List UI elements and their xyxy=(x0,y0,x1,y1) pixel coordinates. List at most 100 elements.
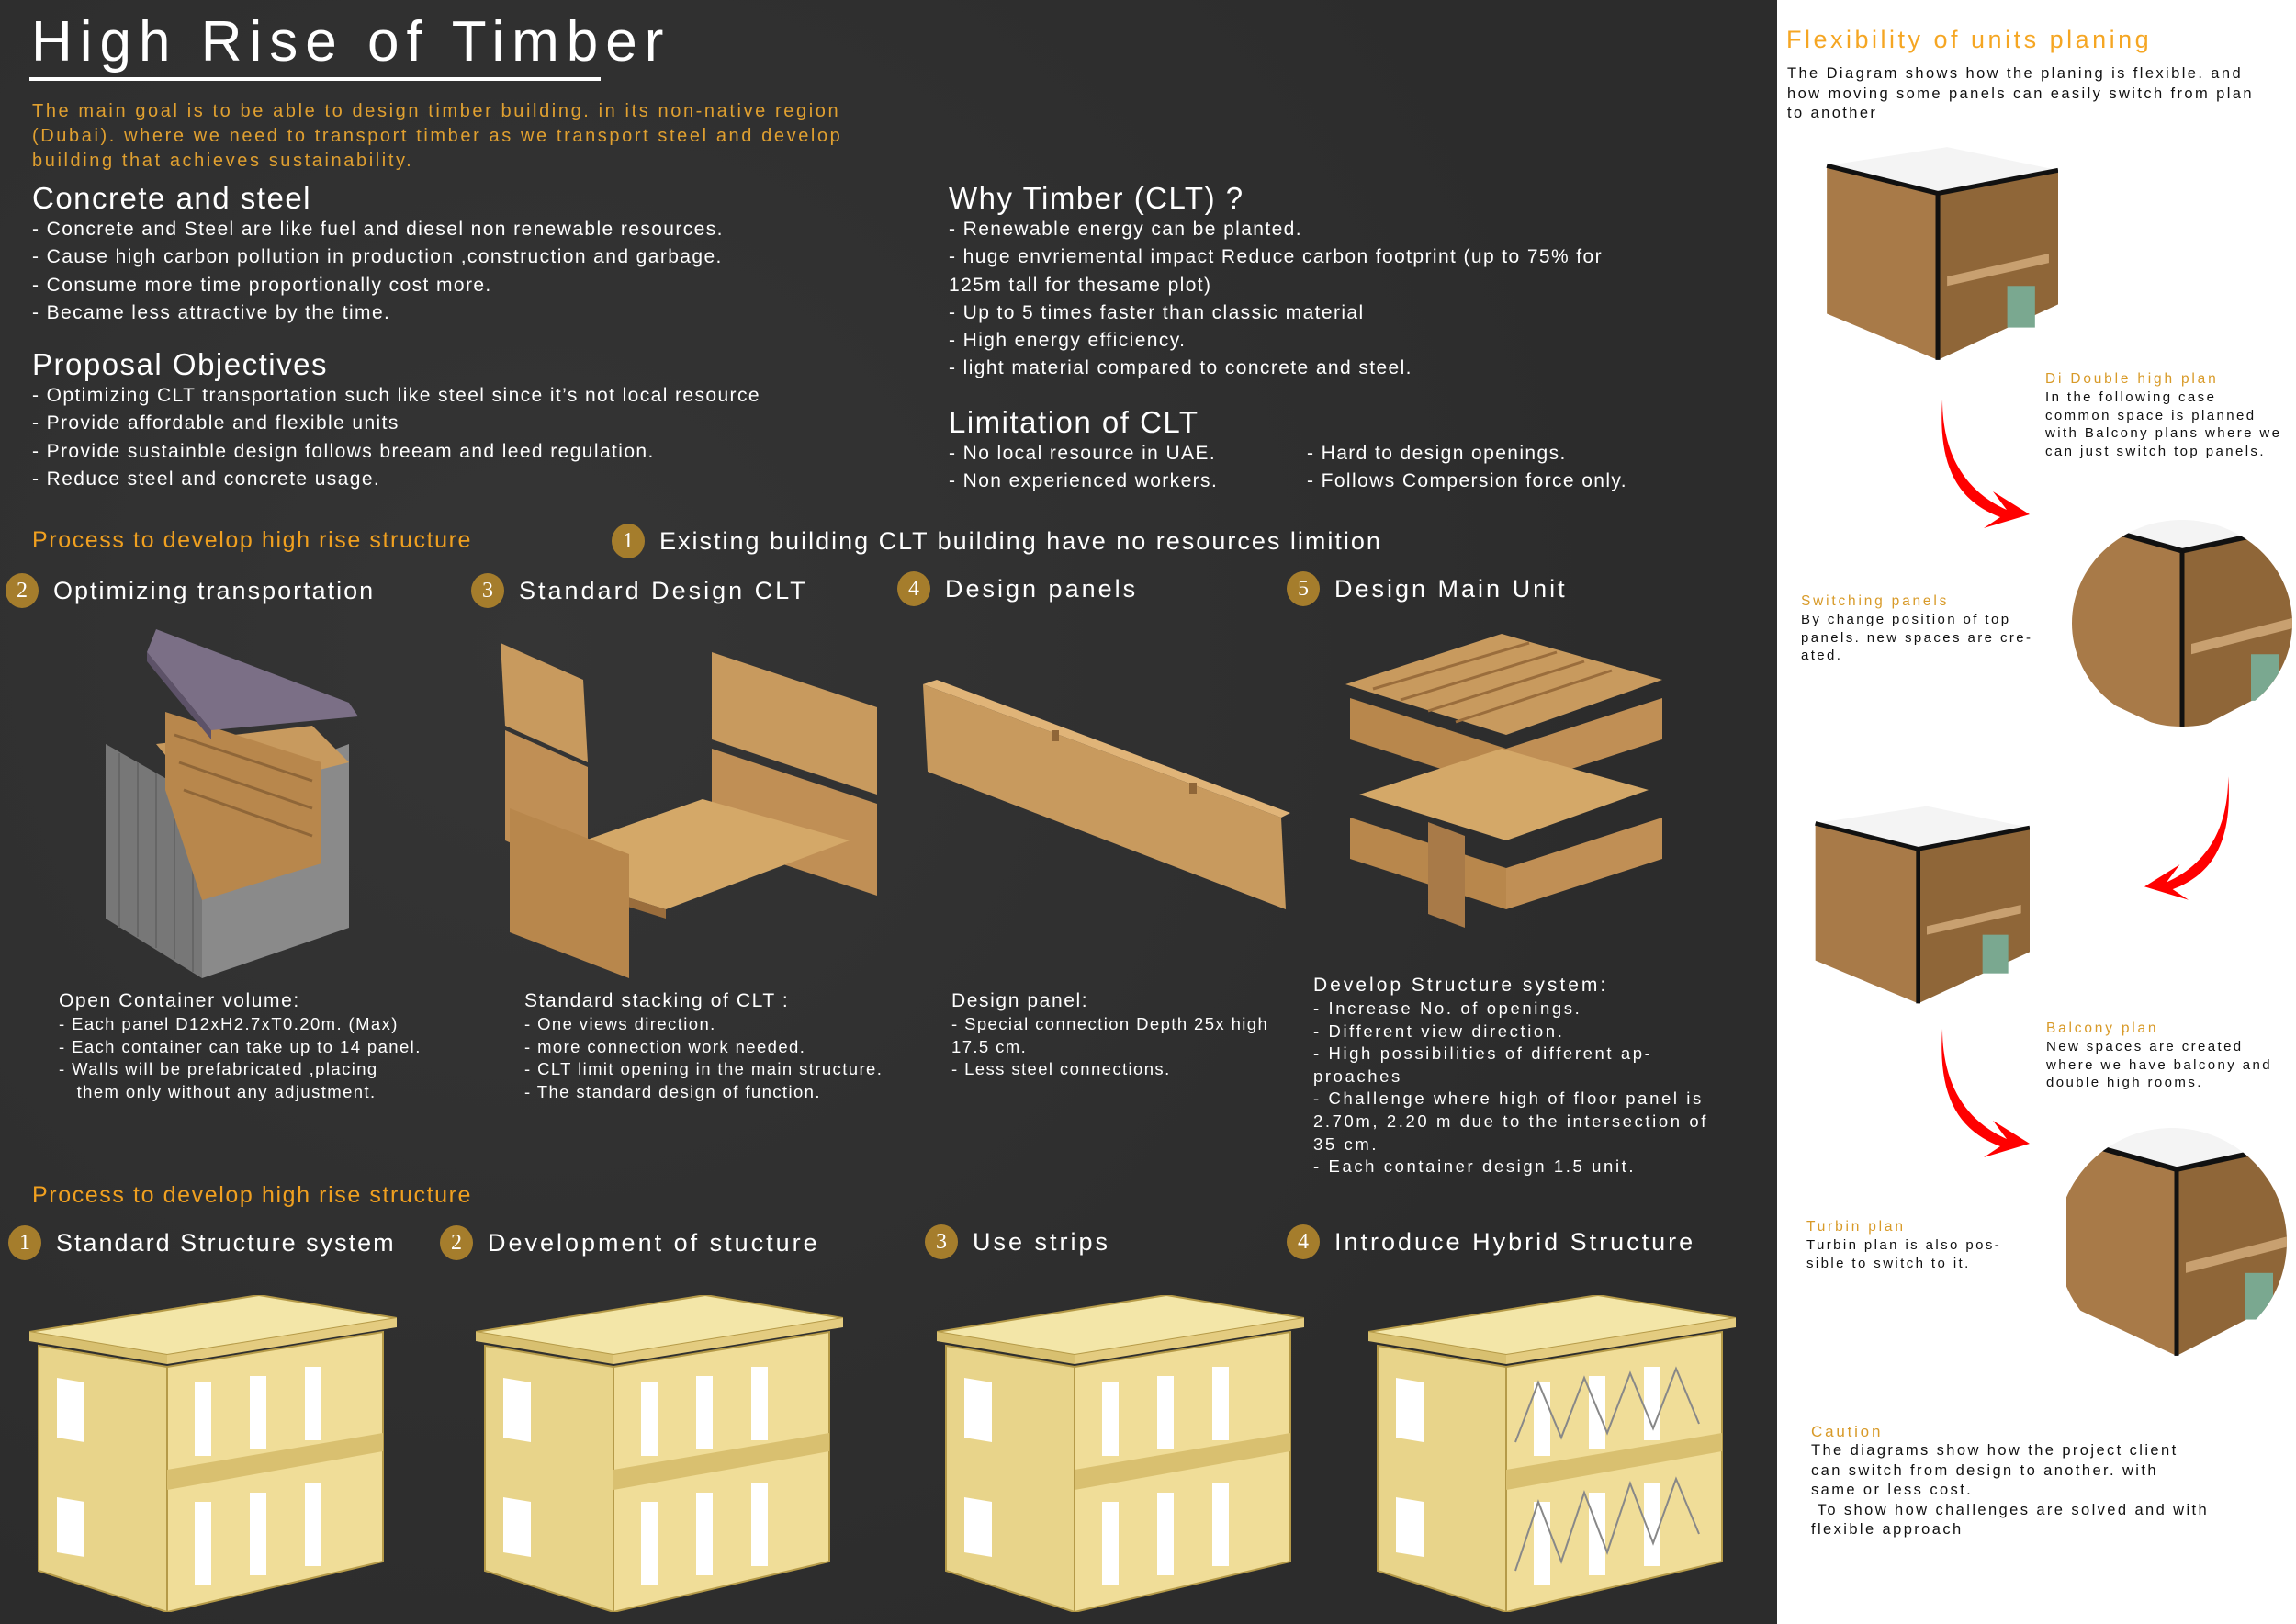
step-number-badge: 1 xyxy=(8,1225,41,1260)
process2-step-3: 3 Use strips xyxy=(925,1224,1110,1259)
caption-line: - Increase No. of openings. xyxy=(1313,998,1582,1018)
why-timber-section: Why Timber (CLT) ? - Renewable energy ca… xyxy=(949,181,1603,383)
switching-panels-caption: Switching panels By change position of t… xyxy=(1801,592,2032,665)
flex-intro-line: how moving some panels can easily switch… xyxy=(1787,85,2254,102)
balcony-plan-caption: Balcony plan New spaces are created wher… xyxy=(2046,1020,2272,1092)
caption-line: 17.5 cm. xyxy=(951,1036,1028,1056)
balcony-plan-model xyxy=(1798,798,2030,1011)
caption-line: them only without any adjustment. xyxy=(59,1081,377,1101)
process-label-2: Process to develop high rise structure xyxy=(32,1182,473,1208)
flex-intro: The Diagram shows how the planing is fle… xyxy=(1787,64,2254,124)
process2-step-2: 2 Development of stucture xyxy=(440,1225,820,1260)
caption-design-panel: Design panel: - Special connection Depth… xyxy=(951,989,1268,1081)
caption-structure-system: Develop Structure system: - Increase No.… xyxy=(1313,974,1708,1179)
red-arrow-icon xyxy=(1938,400,2030,528)
why-timber-item: - light material compared to concrete an… xyxy=(949,357,1412,379)
page-title: High Rise of Timber xyxy=(31,10,671,73)
container-illustration xyxy=(101,625,367,978)
process1-step-2: 2 Optimizing transportation xyxy=(6,573,375,608)
standard-stacking-illustration xyxy=(501,638,886,978)
caution-line: same or less cost. xyxy=(1811,1482,1974,1498)
why-timber-item: - Up to 5 times faster than classic mate… xyxy=(949,301,1365,323)
turbin-plan-model xyxy=(2057,1128,2287,1356)
double-high-plan-model xyxy=(1808,147,2058,360)
process-label-1: Process to develop high rise structure xyxy=(32,527,473,553)
caption-line: - Challenge where high of floor panel is xyxy=(1313,1088,1704,1109)
objectives-item: - Provide sustainble design follows bree… xyxy=(32,440,655,462)
concrete-item: - Concrete and Steel are like fuel and d… xyxy=(32,219,724,240)
caption-lead: Develop Structure system: xyxy=(1313,975,1609,996)
caption-line: - High possibilities of different ap- xyxy=(1313,1043,1653,1064)
caption-line: double high rooms. xyxy=(2046,1075,2203,1090)
limitation-item: - Non experienced workers. xyxy=(949,470,1219,492)
why-timber-item: - Renewable energy can be planted. xyxy=(949,219,1302,240)
caution-heading: Caution xyxy=(1811,1423,1884,1440)
step-number-badge: 2 xyxy=(6,573,39,608)
red-arrow-icon xyxy=(2144,776,2233,900)
step-number-badge: 4 xyxy=(1287,1224,1320,1259)
caption-standard-stacking: Standard stacking of CLT : - One views d… xyxy=(524,989,883,1103)
caption-line: common space is planned xyxy=(2045,407,2257,423)
step-label: Standard Structure system xyxy=(56,1228,396,1257)
caption-lead: Standard stacking of CLT : xyxy=(524,990,790,1011)
standard-structure-model xyxy=(29,1295,397,1612)
process1-step-5: 5 Design Main Unit xyxy=(1287,571,1568,606)
design-panel-illustration xyxy=(923,680,1290,909)
caption-line: ated. xyxy=(1801,648,1843,663)
caption-line: - Each panel D12xH2.7xT0.20m. (Max) xyxy=(59,1014,399,1033)
caution-line: The diagrams show how the project client xyxy=(1811,1442,2178,1459)
title-underline xyxy=(29,77,601,81)
step-number-badge: 1 xyxy=(612,524,645,558)
switching-panels-model xyxy=(2072,520,2292,727)
caption-heading: Balcony plan xyxy=(2046,1021,2159,1036)
concrete-item: - Became less attractive by the time. xyxy=(32,301,391,323)
caption-container: Open Container volume: - Each panel D12x… xyxy=(59,989,422,1103)
step-number-badge: 4 xyxy=(897,571,930,606)
main-unit-illustration xyxy=(1345,634,1667,928)
step-label: Design Main Unit xyxy=(1334,574,1568,603)
strips-structure-model xyxy=(937,1295,1304,1612)
step-number-badge: 2 xyxy=(440,1225,473,1260)
caption-line: Turbin plan is also pos- xyxy=(1806,1237,2002,1253)
double-high-caption: Di Double high plan In the following cas… xyxy=(2045,370,2281,460)
concrete-section: Concrete and steel - Concrete and Steel … xyxy=(32,181,724,327)
step-label: Development of stucture xyxy=(488,1228,820,1257)
caption-line: By change position of top xyxy=(1801,612,2011,627)
caption-heading: Di Double high plan xyxy=(2045,371,2219,387)
limitation-item: - Follows Compersion force only. xyxy=(1307,470,1628,492)
concrete-heading: Concrete and steel xyxy=(32,181,312,215)
caption-line: can just switch top panels. xyxy=(2045,443,2266,459)
hybrid-structure-model xyxy=(1368,1295,1736,1612)
caption-line: where we have balcony and xyxy=(2046,1056,2272,1073)
limitation-heading: Limitation of CLT xyxy=(949,405,1199,439)
caution-line: To show how challenges are solved and wi… xyxy=(1811,1501,2210,1518)
red-arrow-icon xyxy=(1938,1029,2030,1157)
process2-step-4: 4 Introduce Hybrid Structure xyxy=(1287,1224,1695,1259)
why-timber-item: - huge envriemental impact Reduce carbon… xyxy=(949,246,1604,268)
objectives-heading: Proposal Objectives xyxy=(32,347,328,381)
why-timber-item: - High energy efficiency. xyxy=(949,330,1187,352)
caption-line: - Each container design 1.5 unit. xyxy=(1313,1156,1637,1177)
caption-line: - Different view direction. xyxy=(1313,1021,1565,1041)
caption-lead: Design panel: xyxy=(951,990,1089,1011)
limitation-section: Limitation of CLT - No local resource in… xyxy=(949,405,1627,496)
objectives-section: Proposal Objectives - Optimizing CLT tra… xyxy=(32,347,760,493)
step-label: Use strips xyxy=(973,1227,1111,1256)
step-label: Optimizing transportation xyxy=(53,576,376,604)
concrete-item: - Consume more time proportionally cost … xyxy=(32,274,492,296)
step-number-badge: 3 xyxy=(471,573,504,608)
caption-line: - Walls will be prefabricated ,placing xyxy=(59,1059,378,1079)
caption-line: sible to switch to it. xyxy=(1806,1255,1971,1271)
process1-step-1: 1 Existing building CLT building have no… xyxy=(612,524,1382,558)
caption-line: - CLT limit opening in the main structur… xyxy=(524,1059,884,1079)
step-label: Standard Design CLT xyxy=(519,576,808,604)
caption-line: 2.70m, 2.20 m due to the intersection of xyxy=(1313,1111,1708,1131)
caption-line: - Each container can take up to 14 panel… xyxy=(59,1036,422,1056)
step-label: Design panels xyxy=(945,574,1139,603)
why-timber-item: 125m tall for thesame plot) xyxy=(949,274,1212,296)
development-structure-model xyxy=(476,1295,843,1612)
flex-intro-line: The Diagram shows how the planing is fle… xyxy=(1787,65,2244,82)
objectives-item: - Provide affordable and flexible units xyxy=(32,412,400,434)
caption-heading: Switching panels xyxy=(1801,593,1950,609)
concrete-item: - Cause high carbon pollution in product… xyxy=(32,246,723,268)
